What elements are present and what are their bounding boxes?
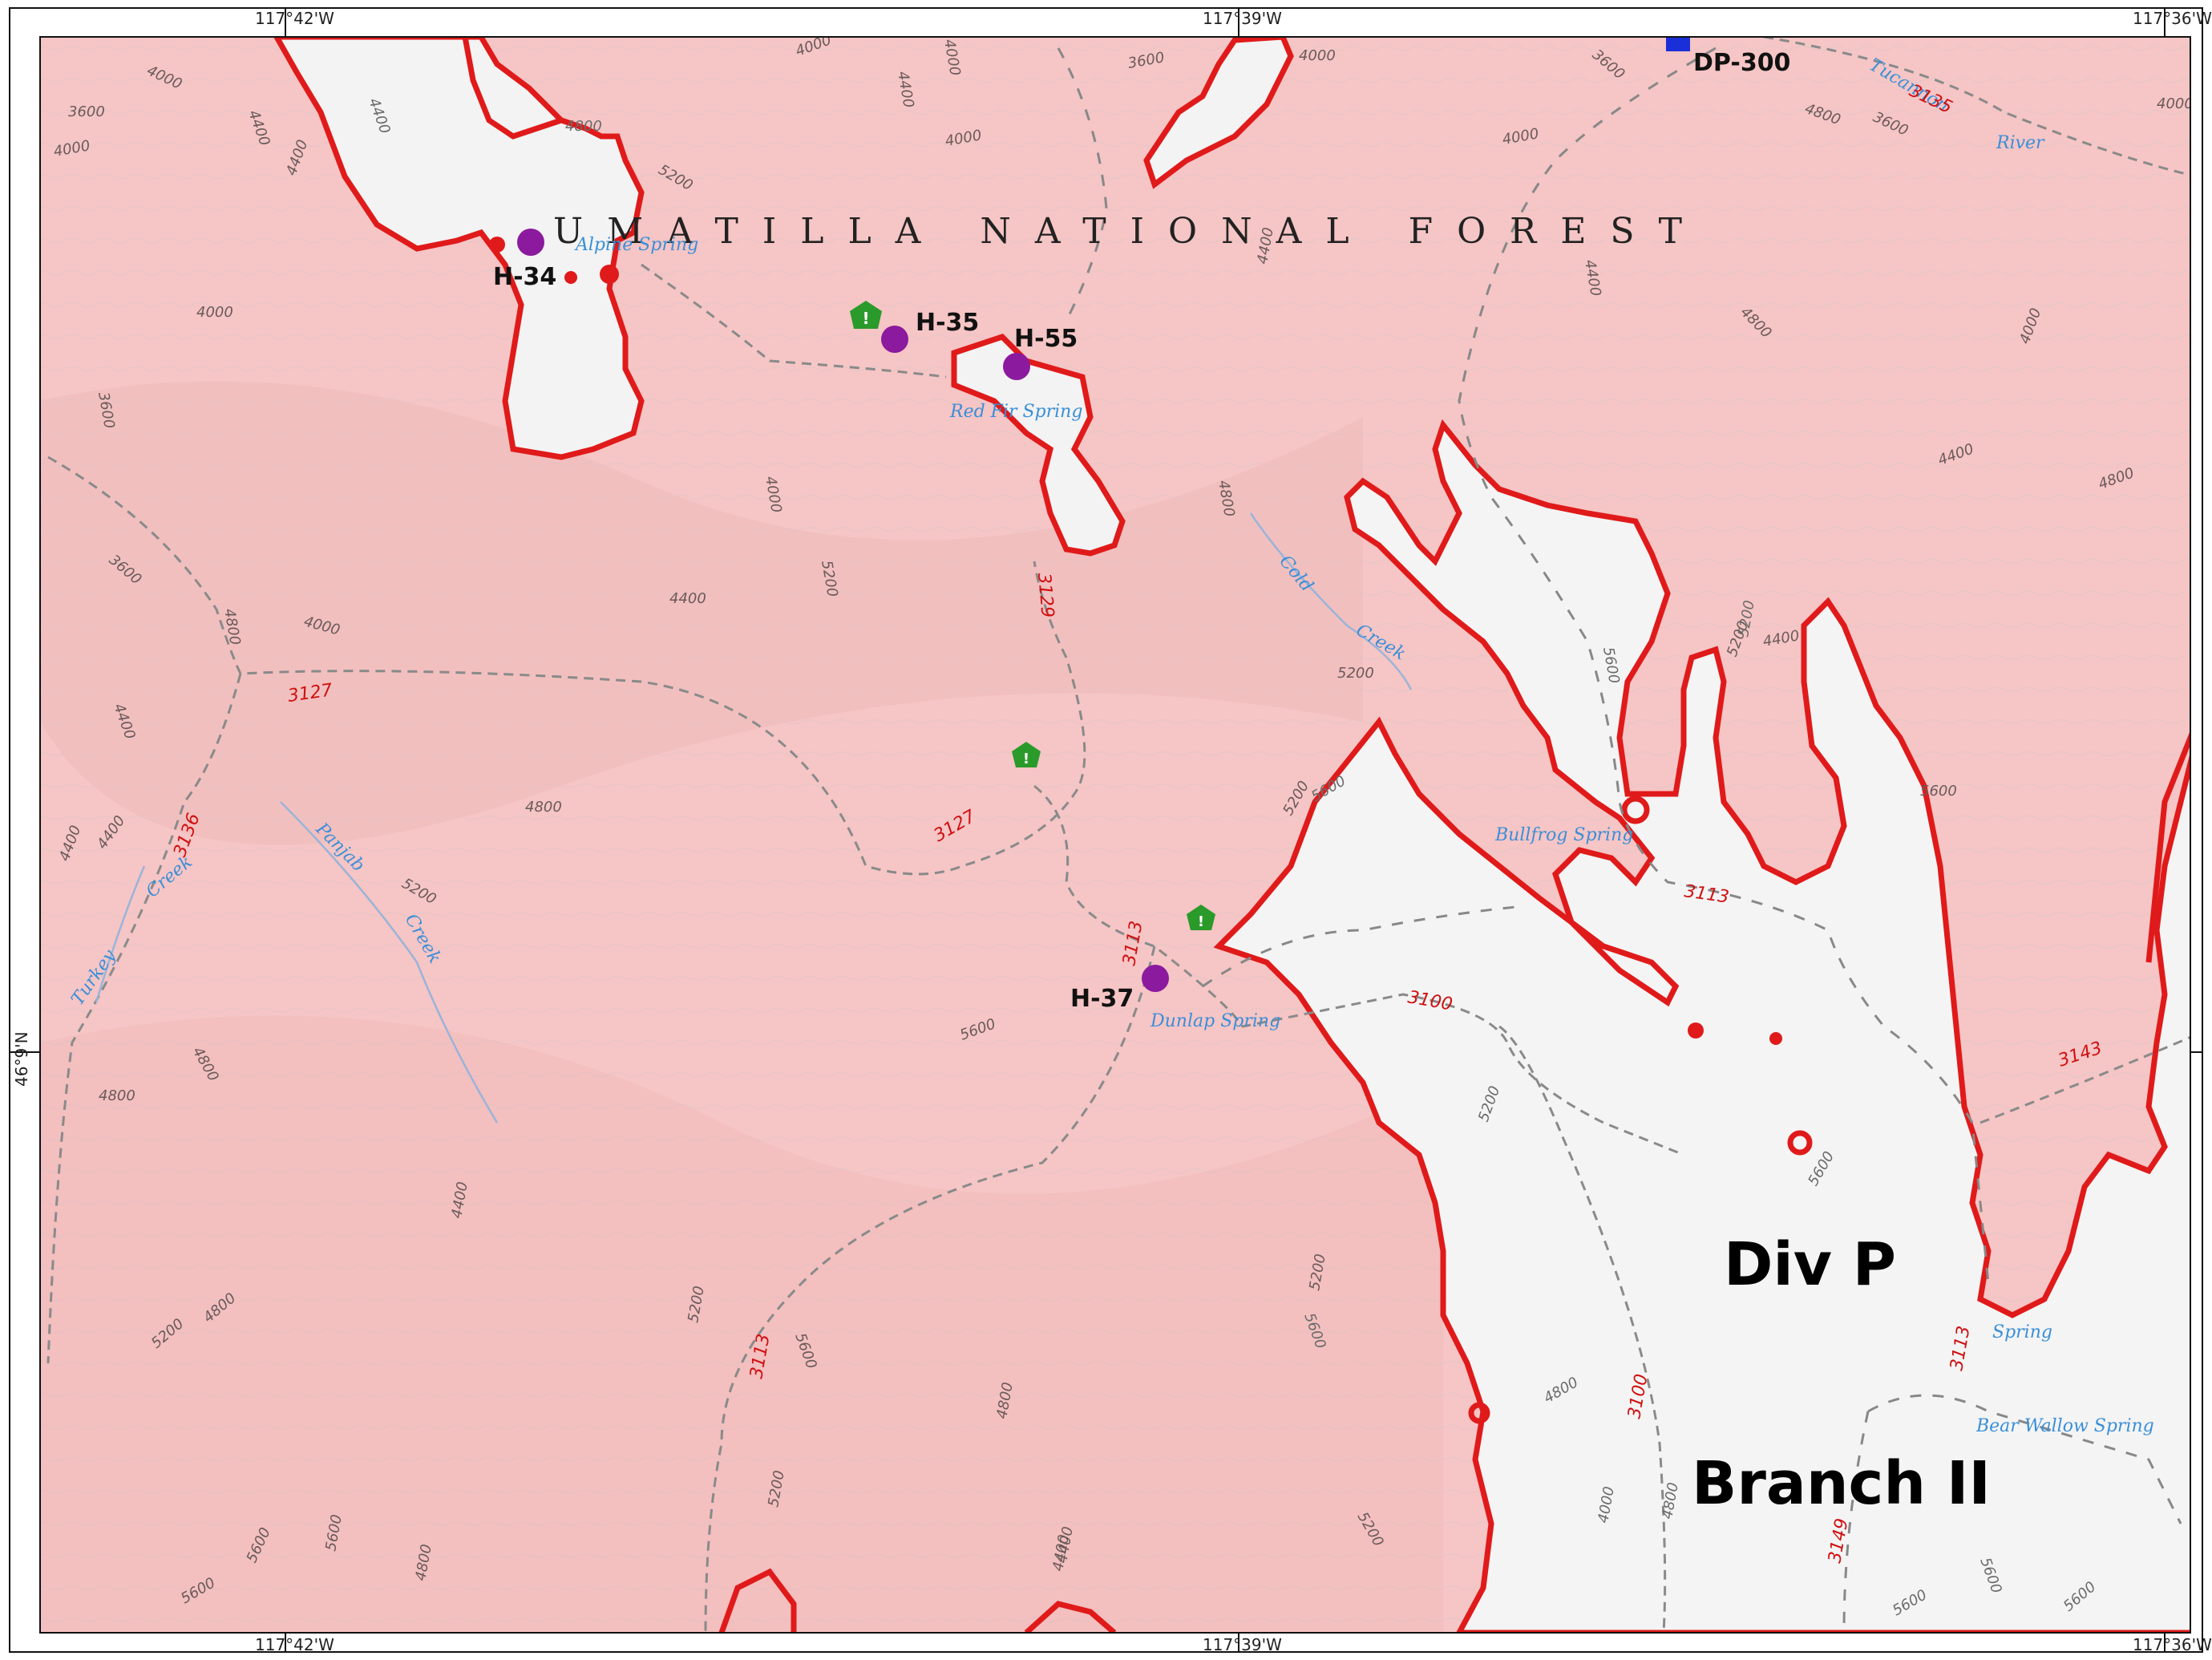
marker-h55[interactable] [1003, 353, 1030, 380]
point-label-h35: H-35 [916, 309, 979, 337]
spring-label: Alpine Spring [574, 235, 698, 255]
hazard-icon[interactable]: ! [1187, 905, 1215, 930]
branch-label: Branch II [1692, 1449, 1991, 1518]
svg-text:5600: 5600 [1920, 783, 1957, 800]
point-label-h55: H-55 [1014, 325, 1078, 353]
unburned-island-h55 [951, 333, 1126, 557]
svg-text:4800: 4800 [99, 1087, 135, 1104]
graticule-label-bottom: 117°42'W [255, 1635, 334, 1654]
spring-label: Red Fir Spring [949, 402, 1082, 422]
spring-label: Dunlap Spring [1150, 1011, 1280, 1031]
svg-text:3600: 3600 [68, 103, 105, 120]
graticule-label-top: 117°36'W [2133, 9, 2212, 28]
svg-text:4000: 4000 [196, 304, 233, 321]
graticule-ticks [10, 8, 2202, 1652]
unburned-region-east [1213, 419, 2190, 1633]
point-markers: ! ! ! [517, 34, 1690, 992]
svg-text:4800: 4800 [565, 118, 602, 135]
point-label-dp300: DP-300 [1693, 49, 1790, 77]
marker-h35[interactable] [881, 326, 908, 353]
graticule-label-bottom: 117°36'W [2133, 1635, 2212, 1654]
graticule-label-left: 46°9'N [12, 1031, 31, 1087]
svg-text:4400: 4400 [669, 590, 706, 607]
svg-text:4800: 4800 [525, 799, 562, 816]
hazard-icon[interactable]: ! [1012, 742, 1041, 767]
trails [1057, 47, 2182, 1633]
unburned-island-north [1143, 37, 1294, 189]
unburned-island-nw [273, 37, 645, 460]
graticule-label-bottom: 117°39'W [1203, 1635, 1282, 1654]
svg-text:4000: 4000 [2157, 95, 2194, 112]
river-label: River [1996, 133, 2045, 153]
spring-label: Bear Wallow Spring [1975, 1416, 2154, 1436]
svg-text:!: ! [862, 309, 869, 328]
hazard-icon[interactable]: ! [850, 301, 882, 329]
graticule-label-top: 117°42'W [255, 9, 334, 28]
svg-text:4000: 4000 [1299, 47, 1336, 64]
spring-label: Bullfrog Spring [1494, 825, 1633, 845]
forest-name-label: UMATILLA NATIONAL FOREST [553, 211, 1706, 252]
svg-text:!: ! [1023, 751, 1029, 767]
marker-h34[interactable] [517, 229, 544, 256]
point-label-h37: H-37 [1070, 985, 1134, 1013]
division-label: Div P [1724, 1230, 1896, 1299]
creeks [95, 512, 1413, 1124]
marker-h37[interactable] [1142, 965, 1169, 992]
road-label: 3129 [1033, 572, 1057, 618]
svg-text:5200: 5200 [1337, 665, 1374, 682]
svg-text:!: ! [1198, 913, 1204, 930]
spring-label: Spring [1992, 1322, 2052, 1342]
graticule-label-top: 117°39'W [1203, 9, 1282, 28]
marker-dp300[interactable] [1666, 34, 1690, 51]
point-label-h34: H-34 [493, 263, 556, 291]
roads [47, 37, 2190, 1633]
